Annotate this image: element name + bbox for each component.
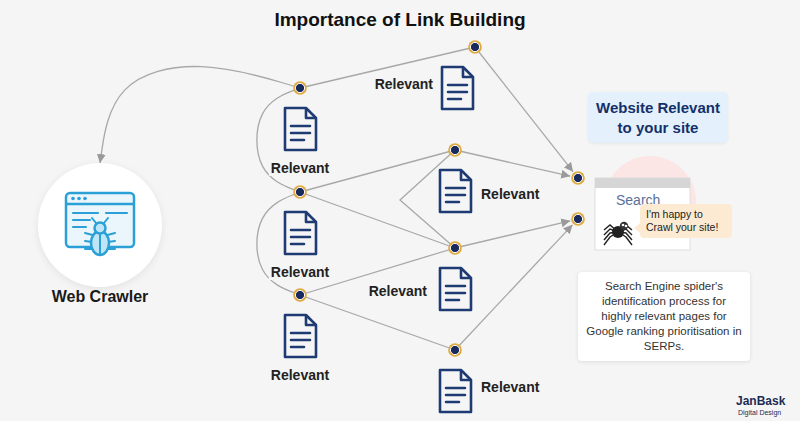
crawler-circle: Web Crawler — [38, 163, 162, 287]
connector-line — [455, 225, 573, 350]
document-outline — [282, 313, 318, 359]
document-label: Relevant — [367, 283, 429, 299]
document-icon: Relevant — [282, 88, 318, 152]
logo-text: JanBask — [736, 394, 785, 408]
highlight-box: Website Relevant to your site — [588, 92, 728, 143]
document-outline — [439, 65, 475, 111]
document-outline — [437, 368, 473, 414]
junction-dot — [293, 81, 307, 95]
connector-line — [300, 295, 455, 350]
document-outline — [282, 106, 318, 152]
document-icon: Relevant — [282, 295, 318, 359]
junction-dot — [448, 343, 462, 357]
document-label: Relevant — [479, 379, 541, 395]
box-heading: Website Relevant to your site — [594, 98, 722, 137]
document-outline — [437, 168, 473, 214]
document-label: Relevant — [269, 264, 331, 280]
document-icon: Relevant — [437, 248, 473, 312]
junction-dot — [293, 288, 307, 302]
connector-line — [400, 150, 455, 248]
diagram-title: Importance of Link Building — [0, 9, 800, 31]
connector-line — [100, 67, 300, 163]
document-icon: Relevant — [439, 47, 475, 111]
caption-box: Search Engine spider's identification pr… — [578, 272, 750, 361]
document-label: Relevant — [373, 76, 435, 92]
document-icon: Relevant — [437, 150, 473, 214]
connector-line — [455, 150, 570, 176]
document-outline — [282, 210, 318, 256]
crawler-icon — [38, 163, 162, 287]
document-label: Relevant — [269, 160, 331, 176]
junction-dot — [571, 171, 585, 185]
caption-text: Search Engine spider's identification pr… — [586, 279, 742, 354]
junction-dot — [468, 40, 482, 54]
connector-line — [455, 221, 570, 248]
junction-dot — [571, 212, 585, 226]
node-heading: Web Crawler — [52, 288, 149, 306]
document-icon: Relevant — [437, 350, 473, 414]
document-label: Relevant — [479, 186, 541, 202]
junction-dot — [293, 185, 307, 199]
logo-subtext: Digital Design — [738, 409, 781, 416]
document-label: Relevant — [269, 367, 331, 383]
connector-line — [475, 47, 573, 172]
document-outline — [437, 266, 473, 312]
document-icon: Relevant — [282, 192, 318, 256]
junction-dot — [448, 241, 462, 255]
junction-dot — [448, 143, 462, 157]
connector-line — [300, 192, 455, 248]
bubble-text: I'm happy to Crawl your site! — [646, 208, 726, 234]
speech-bubble: I'm happy to Crawl your site! — [640, 204, 732, 238]
